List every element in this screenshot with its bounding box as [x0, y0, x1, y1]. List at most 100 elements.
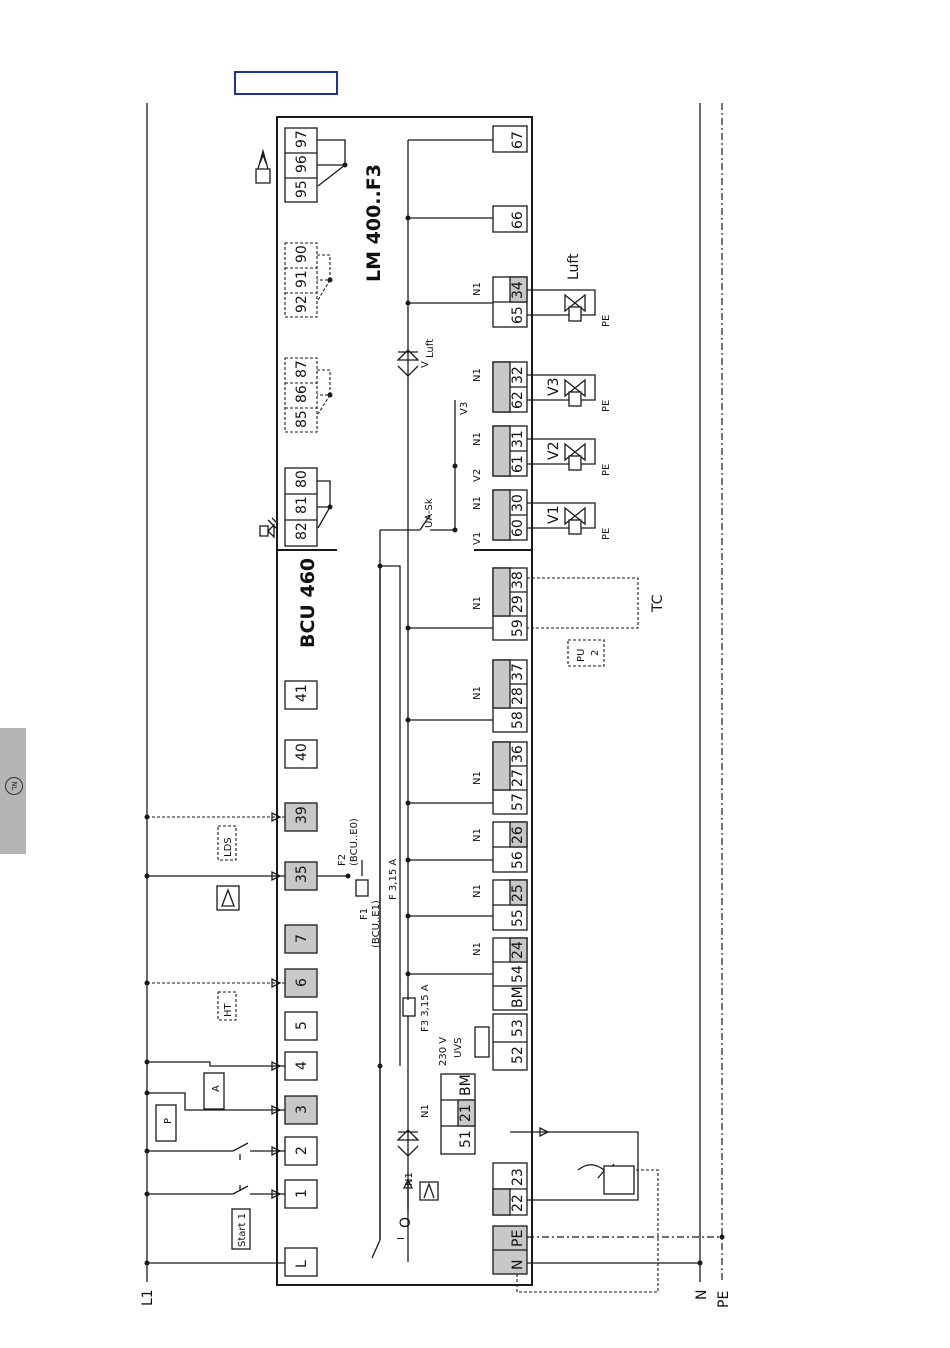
diagram-label: 95 [294, 180, 310, 198]
diagram-label: 80 [294, 470, 310, 488]
diagram-label: 92 [294, 295, 310, 313]
diagram-label: PE [601, 315, 612, 327]
diagram-label: 37 [510, 663, 526, 681]
terminal-1: 1 [294, 1189, 310, 1198]
option-terminals-90-92: 92 91 90 [284, 242, 333, 318]
diagram-label: F2 [337, 854, 348, 866]
diagram-label: 67 [510, 131, 526, 149]
uvs-block: 230 V UVS [438, 1026, 490, 1066]
diagram-label: 2 [590, 650, 601, 656]
n-label: N [694, 1290, 710, 1300]
diagram-label: 60 [510, 519, 526, 537]
diagram-label: N1 [472, 282, 483, 296]
output-triac [396, 1129, 420, 1157]
terminal-2: 2 [294, 1146, 310, 1155]
diagram-label: O [398, 1217, 414, 1228]
terminal-3: 3 [294, 1105, 310, 1114]
terminal-40: 40 [294, 743, 310, 761]
bcu-title: BCU 460 [297, 558, 319, 648]
start-label: Start 1 [237, 1213, 248, 1247]
diagram-label: N1 [472, 771, 483, 785]
diagram-label: Luft [566, 253, 582, 280]
terminal-L: L [294, 1260, 310, 1268]
diagram-label: Luft [425, 339, 436, 358]
diagram-label: 58 [510, 711, 526, 729]
diagram-label: 54 [510, 965, 526, 983]
terminal-6: 6 [294, 978, 310, 987]
ht-label: HT [223, 1002, 234, 1017]
diagram-label: (BCU..E1) [371, 900, 382, 948]
diagram-label: 90 [294, 245, 310, 263]
diagram-label: 91 [294, 270, 310, 288]
diagram-label: N1 [404, 1172, 415, 1186]
diagram-label: 56 [510, 851, 526, 869]
diagram-label: 55 [510, 909, 526, 927]
air-switch-label: A [211, 1085, 222, 1092]
input-wiring: Start 1 HT LDS A P [144, 811, 285, 1266]
burner-wiring: I O [396, 1126, 725, 1293]
diagram-label: 61 [510, 455, 526, 473]
diagram-label: 30 [510, 494, 526, 512]
diagram-label: PE [601, 464, 612, 476]
l1-label: L1 [140, 1289, 156, 1306]
diagram-label: 21 [458, 1104, 474, 1122]
terminal-4: 4 [294, 1061, 310, 1070]
diagram-label: 23 [510, 1168, 526, 1186]
diagram-label: N1 [472, 432, 483, 446]
diagram-label: N1 [472, 686, 483, 700]
diagram-label: V [420, 361, 431, 368]
alarm-relay-terminals: 82 81 80 [259, 467, 333, 547]
diagram-label: 87 [294, 360, 310, 378]
diagram-label: 62 [510, 391, 526, 409]
diagram-label: 65 [510, 306, 526, 324]
diagram-label: 51 [458, 1130, 474, 1148]
valves: V1 V2 V3 Luft PE PE PE PE V1 V2 V3 N1 N1… [404, 253, 612, 1186]
pe-label: PE [716, 1291, 732, 1308]
diagram-label: F 3,15 A [388, 859, 399, 900]
diagram-label: (BCU..E0) [349, 818, 360, 866]
reference-box [234, 71, 338, 95]
diagram-label: 86 [294, 385, 310, 403]
diagram-label: V3 [546, 378, 562, 396]
device-enclosure [276, 116, 533, 1286]
diagram-label: PU [576, 649, 587, 662]
diagram-label: 97 [294, 130, 310, 148]
diagram-label: 27 [510, 769, 526, 787]
diagram-label: N1 [472, 884, 483, 898]
diagram-label: 66 [510, 211, 526, 229]
diagram-label: 26 [510, 826, 526, 844]
diagram-label: UA-Sk [424, 498, 435, 528]
diagram-label: 59 [510, 619, 526, 637]
diagram-label: 38 [510, 571, 526, 589]
diagram-label: V1 [546, 506, 562, 524]
diagram-label: V1 [472, 532, 483, 545]
diagram-label: TC [650, 594, 666, 613]
diagram-label: N [510, 1260, 526, 1270]
bottom-terminals: N PE 22 23 51 21 BM 52 53 BM 54 24 55 25… [440, 125, 528, 1275]
diagram-label: 34 [510, 281, 526, 299]
diagram-label: 81 [294, 496, 310, 514]
diagram-label: PE [601, 528, 612, 540]
diagram-label: 96 [294, 155, 310, 173]
diagram-label: 85 [294, 410, 310, 428]
diagram-label: 82 [294, 522, 310, 540]
diagram-label: N1 [472, 368, 483, 382]
diagram-label: PE [510, 1230, 526, 1247]
diagram-label: 36 [510, 745, 526, 763]
diagram-label: PE [601, 400, 612, 412]
diagram-label: N1 [420, 1104, 431, 1118]
diagram-label: I [396, 1237, 407, 1240]
top-terminals: L 1 2 3 4 5 6 7 35 39 40 41 [284, 680, 318, 1277]
diagram-label: N1 [472, 942, 483, 956]
terminal-41: 41 [294, 684, 310, 702]
diagram-label: 22 [510, 1194, 526, 1212]
diagram-label: 28 [510, 687, 526, 705]
diagram-label: F1 [359, 908, 370, 920]
internal-bus: V Luft UA-Sk [371, 139, 493, 1262]
fuses: F2 (BCU..E0) F1 (BCU..E1) F 3,15 A F3 3,… [317, 818, 431, 1032]
diagram-label: 230 V [438, 1037, 449, 1066]
diagram-label: 24 [510, 941, 526, 959]
diagram-label: N1 [472, 496, 483, 510]
diagram-label: BM [510, 986, 526, 1008]
